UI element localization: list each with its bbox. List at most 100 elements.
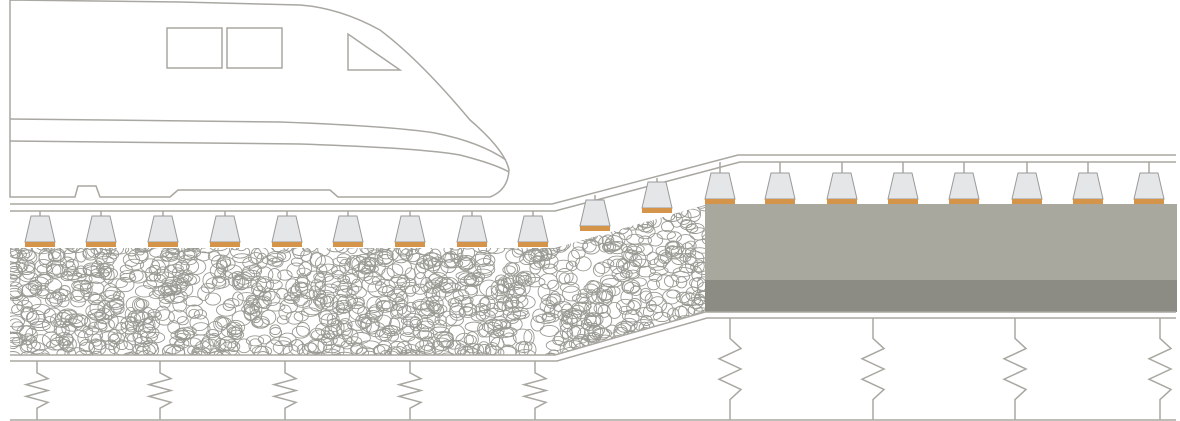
ballast-stone [698, 340, 705, 352]
ballast-stone [360, 225, 380, 239]
ballast-stone [405, 301, 417, 313]
sleeper [147, 215, 179, 243]
ballast-stone [237, 217, 251, 229]
ballast-stone [267, 268, 282, 284]
ballast-stone [559, 315, 573, 333]
ballast-stone [462, 303, 478, 316]
ballast-stone [87, 293, 103, 306]
sleeper [826, 172, 858, 200]
ballast-stone [446, 228, 458, 245]
ballast-stone [476, 263, 496, 276]
ballast-stone [365, 254, 384, 268]
ballast-stone [296, 207, 316, 220]
ballast-stone [10, 337, 24, 348]
ballast-stone [286, 262, 306, 278]
ballast-stone [434, 314, 447, 326]
ballast-stone [232, 291, 244, 307]
ballast-stone [269, 324, 281, 336]
ballast-stone [449, 305, 466, 321]
ballast-stone [319, 283, 340, 294]
ballast-stone [334, 351, 355, 355]
ballast-stone [493, 301, 507, 312]
sleeper [1011, 172, 1043, 200]
ballast-stone [470, 311, 487, 322]
ballast-stone [119, 272, 137, 283]
ballast-stone [373, 259, 386, 276]
ballast-stone [88, 272, 106, 284]
ballast-stone [260, 205, 275, 212]
ballast-stone [474, 249, 492, 266]
ballast-stone [364, 225, 385, 241]
ballast-stone [446, 339, 462, 350]
ballast-stone [90, 268, 110, 279]
ballast-stone [680, 219, 693, 229]
ballast-stone [416, 320, 436, 333]
ballast-stone [628, 298, 642, 311]
ballast-stone [75, 248, 87, 263]
sleeper-pad [642, 208, 672, 213]
ballast-stone [148, 272, 161, 282]
ballast-stone [10, 315, 26, 328]
ballast-stone [700, 339, 705, 355]
ballast-stone [45, 259, 67, 275]
ballast-stone [333, 335, 346, 347]
ballast-stone [545, 223, 560, 240]
ballast-stone [544, 303, 556, 318]
ballast-stone [25, 309, 46, 326]
ballast-stone [544, 353, 560, 355]
ballast-stone [437, 236, 458, 248]
ballast-stone [375, 300, 395, 313]
ballast-stone [524, 276, 546, 288]
ballast-stone [331, 344, 345, 355]
ballast-stone [130, 309, 146, 327]
sleeper-pad [25, 242, 55, 247]
train-window [166, 27, 223, 69]
ballast-stone [667, 240, 679, 250]
ballast-stone [29, 318, 50, 329]
ballast-stone [120, 213, 134, 225]
ballast-stone [512, 328, 533, 345]
ballast-stone [63, 207, 84, 217]
ballast-stone [72, 284, 85, 301]
ballast-stone [276, 315, 290, 325]
train-windshield [347, 32, 403, 71]
ballast-stone [417, 329, 433, 340]
ballast-stone [655, 274, 674, 291]
ballast-stone [618, 215, 635, 230]
ballast-stone [665, 334, 683, 352]
ballast-stone [123, 351, 141, 355]
ballast-stone [377, 285, 394, 296]
sleeper [456, 215, 488, 243]
ballast-stone [52, 248, 66, 263]
ballast-stone [381, 325, 402, 337]
ballast-stone [588, 323, 602, 340]
ballast-stone [565, 260, 578, 272]
ballast-stone [64, 347, 77, 355]
ballast-stone [143, 279, 158, 289]
ballast-stone [347, 320, 368, 331]
sleeper-pad [148, 242, 178, 247]
ballast-stone [453, 255, 471, 268]
ballast-stone [465, 331, 479, 347]
ballast-stone [429, 205, 449, 220]
ballast-stone [312, 289, 326, 300]
ballast-stone [612, 220, 630, 235]
ballast-stone [125, 326, 139, 342]
ballast-stone [331, 294, 350, 311]
ballast-stone [215, 351, 231, 355]
ballast-stone [330, 319, 345, 336]
ballast-stone [216, 303, 237, 317]
ballast-stone [62, 340, 74, 353]
ballast-stone [376, 226, 393, 242]
ballast-stone [19, 340, 33, 354]
ballast-stone [503, 205, 525, 215]
train-stripe-upper [9, 118, 507, 161]
ballast-stone [435, 222, 450, 236]
ballast-stone [293, 293, 309, 306]
ballast-stone [256, 278, 272, 294]
ballast-stone [557, 217, 570, 227]
ballast-stone [688, 345, 705, 355]
ballast-stone [400, 281, 421, 294]
ballast-stone [513, 279, 531, 297]
ballast-stone [696, 342, 705, 355]
